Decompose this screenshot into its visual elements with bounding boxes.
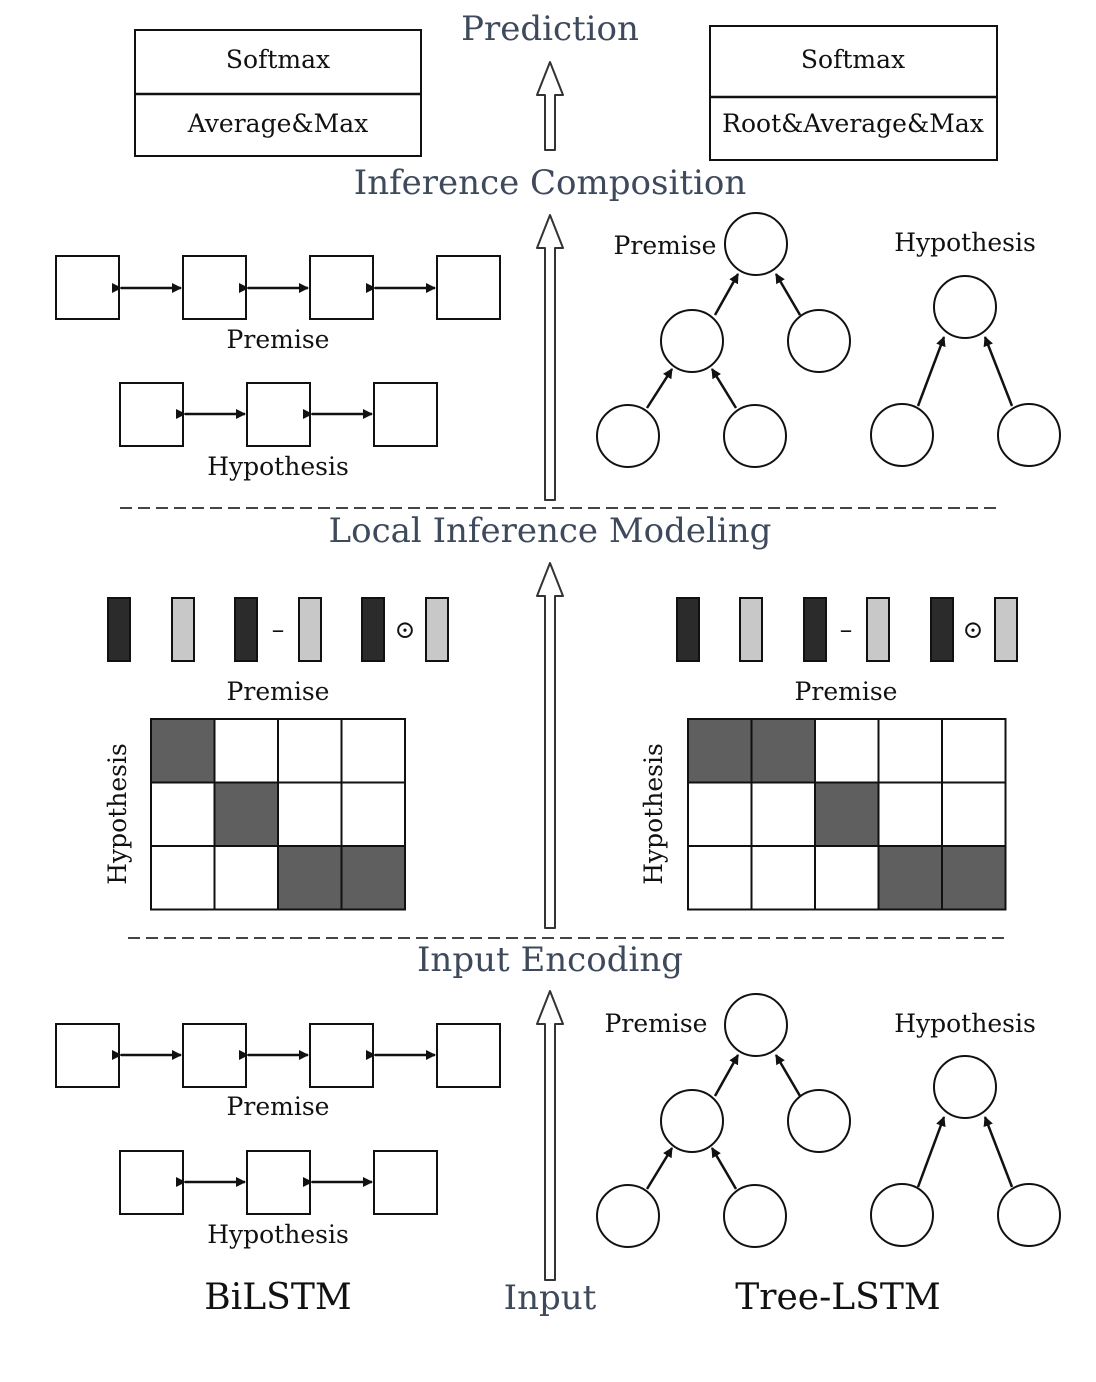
attention-cell (750, 845, 816, 911)
attention-cell (877, 718, 943, 784)
attention-cell (877, 845, 943, 911)
attention-cell (150, 718, 216, 784)
composition-premise-sequence (55, 255, 501, 320)
bilstm-label: BiLSTM (204, 1277, 351, 1318)
attention-cell (941, 845, 1007, 911)
attention-cell (750, 781, 816, 847)
attention-cell (687, 718, 753, 784)
attention-cell (687, 845, 753, 911)
attention-cell (150, 845, 216, 911)
composition-premise-label: Premise (227, 325, 330, 354)
composition-premise-tree (596, 212, 851, 468)
minus-operator-right: – (840, 615, 853, 644)
enhancement-vectors-left: – ⊙ (107, 597, 449, 662)
arrow-to-local-inference (536, 562, 564, 929)
stage-inference-composition: Inference Composition (354, 163, 746, 203)
attention-matrix-right (687, 718, 1007, 911)
composition-bilstm: Premise Hypothesis (55, 255, 501, 481)
attention-hypothesis-label-left: Hypothesis (103, 743, 132, 885)
stage-local-inference-modeling: Local Inference Modeling (329, 511, 772, 551)
encoding-premise-sequence (55, 1023, 501, 1088)
attention-cell (277, 845, 343, 911)
encoding-bilstm: Premise Hypothesis (55, 1023, 501, 1249)
local-premise-label-left: Premise (227, 677, 330, 706)
attention-cell (150, 781, 216, 847)
attention-cell (814, 718, 880, 784)
attention-cell (687, 781, 753, 847)
attention-cell (277, 718, 343, 784)
pooling-label-right: Root&Average&Max (722, 109, 984, 138)
attention-cell (750, 718, 816, 784)
attention-cell (213, 718, 279, 784)
composition-hypothesis-tree (870, 275, 1061, 467)
attention-cell (941, 781, 1007, 847)
attention-cell (814, 845, 880, 911)
encoding-hypothesis-label: Hypothesis (207, 1220, 349, 1249)
composition-hypothesis-sequence (119, 382, 438, 447)
input-label: Input (504, 1278, 597, 1318)
attention-cell (340, 718, 406, 784)
encoding-hypothesis-tree (870, 1055, 1061, 1247)
arrow-to-input-encoding (536, 990, 564, 1281)
attention-cell (877, 781, 943, 847)
attention-cell (340, 845, 406, 911)
encoding-premise-label: Premise (227, 1092, 330, 1121)
encoding-premise-tree (596, 993, 851, 1248)
pooling-box-left: Softmax Average&Max (134, 29, 422, 157)
attention-cell (213, 781, 279, 847)
attention-hypothesis-label-right: Hypothesis (639, 743, 668, 885)
arrow-to-prediction (536, 61, 564, 151)
pooling-label-left: Average&Max (187, 109, 368, 138)
enhancement-vectors-right: – ⊙ (676, 597, 1018, 662)
arrow-to-inference-composition (536, 214, 564, 501)
composition-tree-hypothesis-label: Hypothesis (894, 228, 1036, 257)
local-premise-label-right: Premise (795, 677, 898, 706)
softmax-label-right: Softmax (801, 45, 905, 74)
attention-cell (814, 781, 880, 847)
hadamard-operator-left: ⊙ (395, 615, 416, 644)
attention-cell (277, 781, 343, 847)
flow-arrows (536, 61, 564, 1281)
stage-input-encoding: Input Encoding (417, 940, 683, 980)
encoding-tree-premise-label: Premise (605, 1009, 708, 1038)
encoding-hypothesis-sequence (119, 1150, 438, 1215)
attention-cell (941, 718, 1007, 784)
minus-operator-left: – (272, 615, 285, 644)
pooling-box-right: Softmax Root&Average&Max (709, 25, 998, 161)
composition-tree-lstm: Premise Hypothesis (596, 212, 1061, 468)
attention-matrix-left (150, 718, 406, 911)
tree-lstm-label: Tree-LSTM (735, 1277, 940, 1318)
softmax-label-left: Softmax (226, 45, 330, 74)
attention-cell (213, 845, 279, 911)
composition-hypothesis-label: Hypothesis (207, 452, 349, 481)
attention-cell (340, 781, 406, 847)
hadamard-operator-right: ⊙ (963, 615, 984, 644)
stage-prediction: Prediction (461, 9, 639, 49)
encoding-tree-hypothesis-label: Hypothesis (894, 1009, 1036, 1038)
composition-tree-premise-label: Premise (614, 231, 717, 260)
encoding-tree-lstm: Premise Hypothesis (596, 993, 1061, 1248)
